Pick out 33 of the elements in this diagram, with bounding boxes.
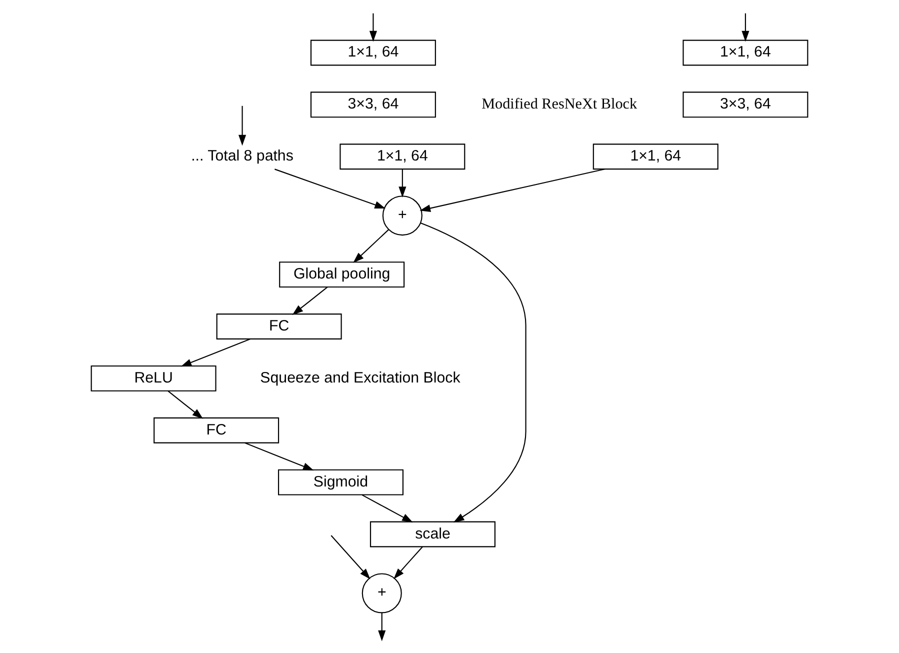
node-box: Global pooling: [279, 262, 405, 288]
node-box: 1×1, 64: [310, 40, 436, 66]
node-box: 3×3, 64: [310, 92, 436, 118]
arrow: [274, 168, 386, 209]
arrow: [244, 442, 314, 470]
arrow: [353, 229, 390, 263]
arrow: [394, 546, 423, 580]
arrow: [238, 106, 246, 146]
node-box: 1×1, 64: [682, 40, 808, 66]
arrow: [330, 535, 370, 580]
node-box: Sigmoid: [278, 469, 404, 496]
arrow: [378, 612, 386, 642]
arrow: [369, 13, 377, 42]
arrow: [180, 338, 250, 367]
arrow: [742, 13, 750, 42]
arrow: [362, 494, 413, 522]
arrow: [292, 286, 328, 315]
label: Squeeze and Excitation Block: [260, 369, 460, 386]
arrow: [398, 169, 406, 198]
node-box: FC: [216, 314, 342, 340]
node-box: 3×3, 64: [682, 92, 808, 118]
label: Modified ResNeXt Block: [482, 96, 638, 113]
node-box: 1×1, 64: [592, 144, 718, 170]
node-circle: +: [382, 196, 422, 236]
arrow: [168, 390, 204, 419]
node-box: scale: [370, 521, 496, 548]
node-circle: +: [362, 573, 402, 614]
node-box: ReLU: [90, 365, 216, 392]
arrow: [420, 222, 526, 522]
node-text: ... Total 8 paths: [191, 148, 294, 165]
arrow: [420, 168, 605, 212]
node-box: FC: [154, 417, 280, 444]
node-box: 1×1, 64: [340, 144, 466, 170]
